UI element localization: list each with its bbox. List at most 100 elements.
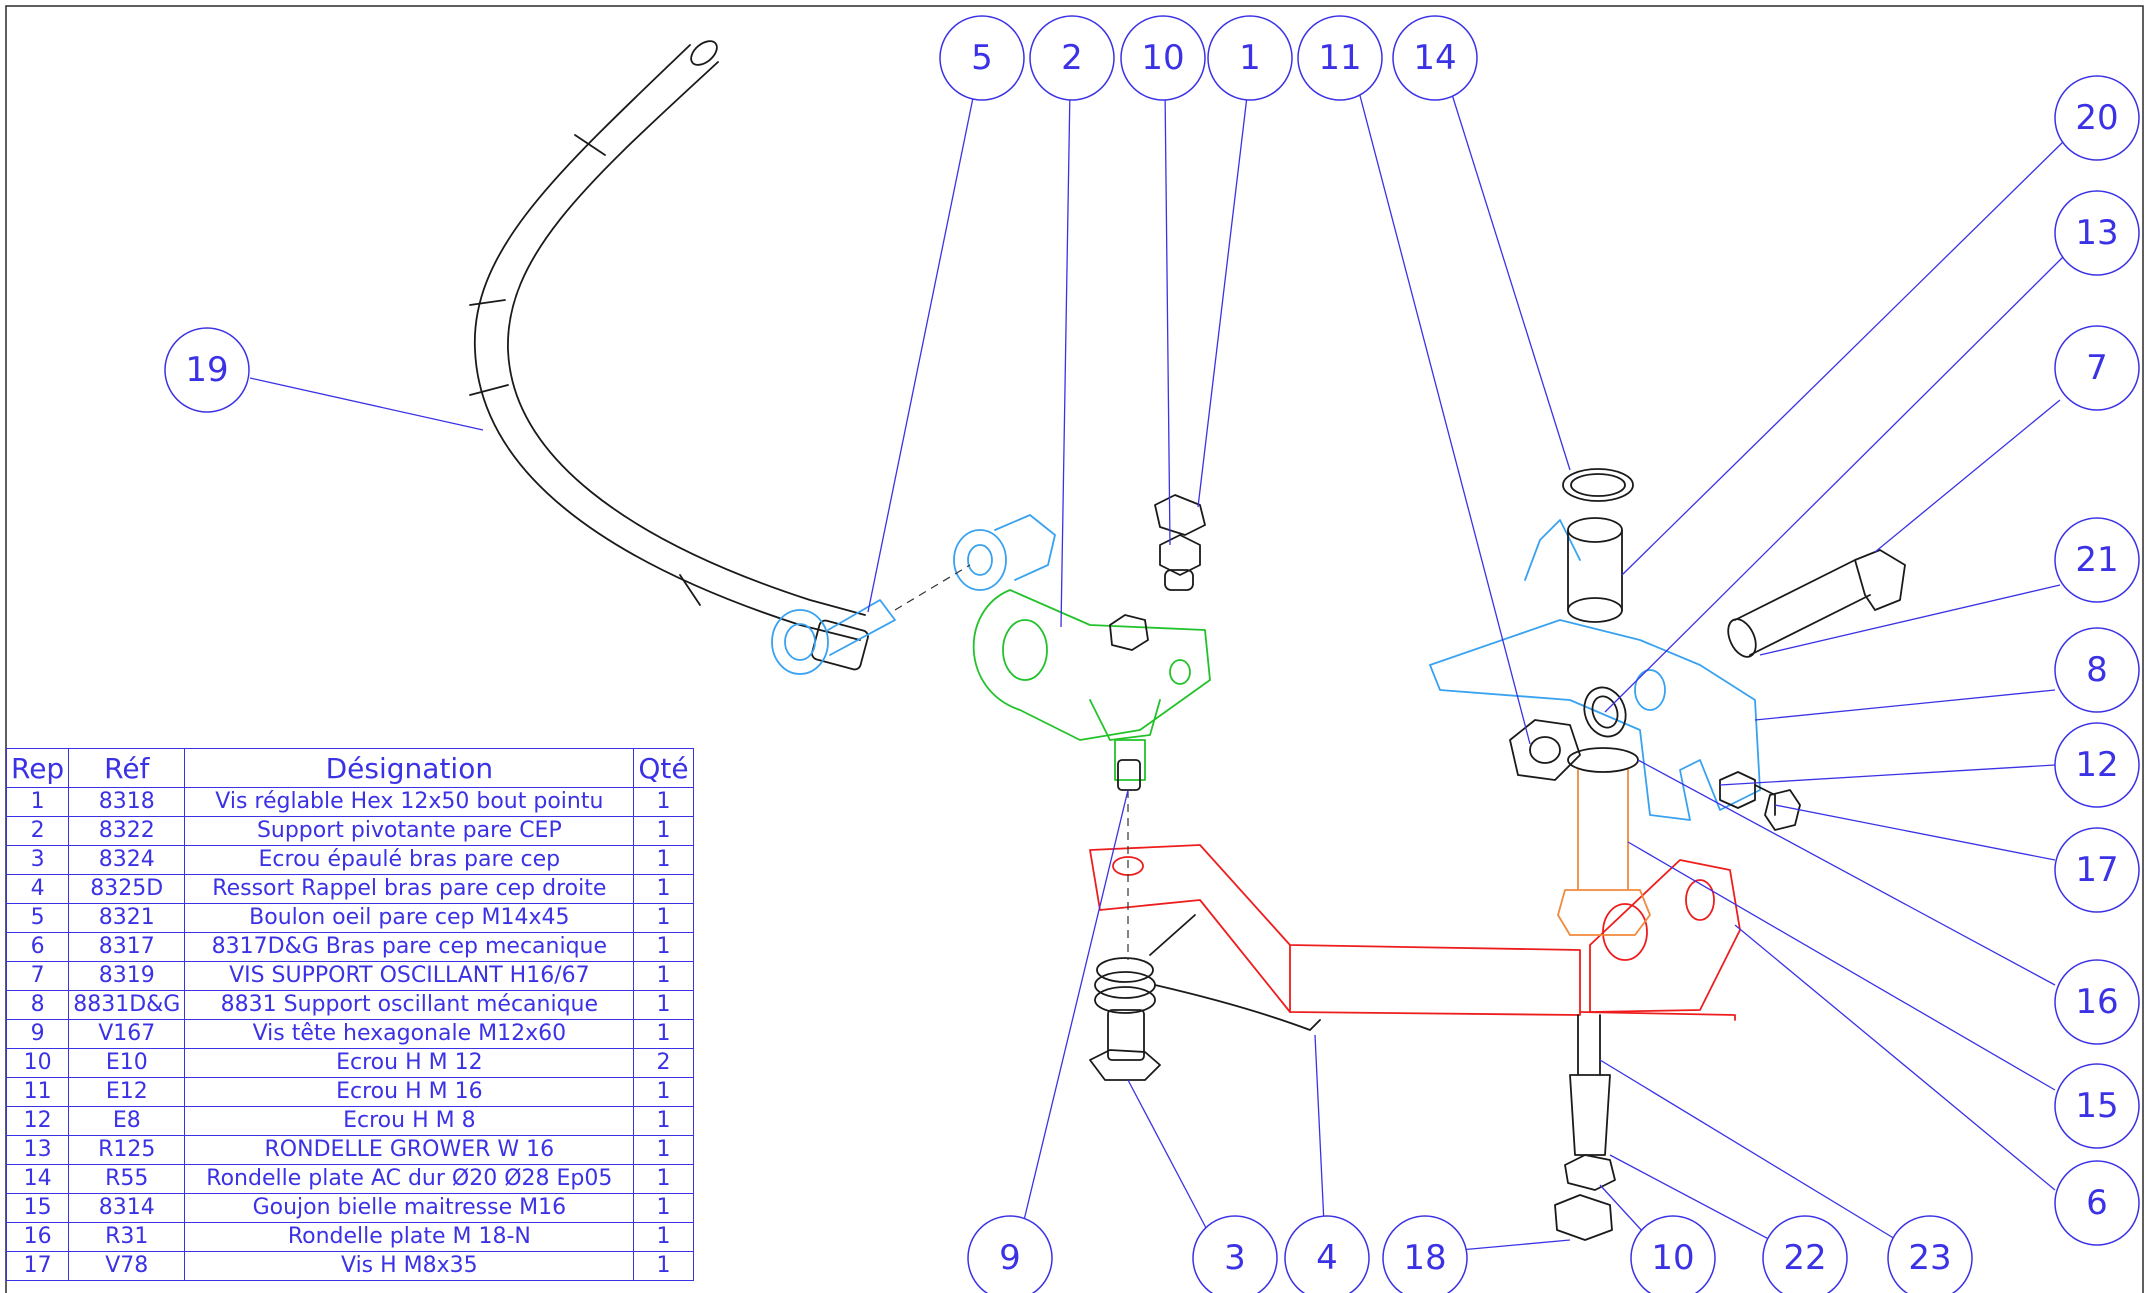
bom-cell-ref: 8324 (68, 845, 186, 875)
bom-cell-ref: E8 (68, 1106, 186, 1136)
svg-text:9: 9 (999, 1238, 1021, 1278)
part-8-oscillating-support (1429, 519, 1761, 821)
svg-text:11: 11 (1318, 38, 1361, 78)
bom-cell-designation: Rondelle plate M 18-N (184, 1222, 635, 1252)
part-14-flat-washer (1562, 468, 1634, 502)
bom-cell-rep: 8 (5, 990, 70, 1020)
svg-text:8: 8 (2086, 650, 2108, 690)
balloon-10-top: 10 (1120, 15, 1206, 101)
bom-cell-designation: VIS SUPPORT OSCILLANT H16/67 (184, 961, 635, 991)
balloon-9: 9 (967, 1215, 1053, 1293)
bom-cell-qte: 1 (633, 1193, 694, 1223)
bom-cell-qte: 1 (633, 1077, 694, 1107)
svg-text:21: 21 (2075, 540, 2118, 580)
bom-cell-designation: Rondelle plate AC dur Ø20 Ø28 Ep05 (184, 1164, 635, 1194)
svg-text:13: 13 (2075, 213, 2118, 253)
bom-cell-designation: Goujon bielle maitresse M16 (184, 1193, 635, 1223)
svg-text:15: 15 (2075, 1086, 2118, 1126)
part-7-oscillating-screw (1727, 549, 1906, 658)
bom-cell-rep: 16 (5, 1222, 70, 1252)
bom-cell-ref: E12 (68, 1077, 186, 1107)
bom-header-row: Rep Réf Désignation Qté (5, 748, 694, 788)
bom-cell-rep: 13 (5, 1135, 70, 1165)
bom-cell-ref: R125 (68, 1135, 186, 1165)
balloon-21: 21 (2054, 517, 2140, 603)
bom-cell-designation: Ecrou H M 16 (184, 1077, 635, 1107)
balloon-19: 19 (164, 327, 250, 413)
part-13-grower-washer (1583, 686, 1627, 738)
bom-cell-rep: 5 (5, 903, 70, 933)
svg-text:4: 4 (1316, 1238, 1338, 1278)
bom-cell-designation: Vis H M8x35 (184, 1251, 635, 1281)
bom-cell-rep: 2 (5, 816, 70, 846)
bom-cell-qte: 1 (633, 932, 694, 962)
bom-cell-qte: 2 (633, 1048, 694, 1078)
part-15-stud (1557, 769, 1651, 936)
bom-cell-rep: 17 (5, 1251, 70, 1281)
svg-text:16: 16 (2075, 982, 2118, 1022)
part-4-spring (1094, 914, 1321, 1031)
bom-cell-ref: V167 (68, 1019, 186, 1049)
bom-cell-rep: 14 (5, 1164, 70, 1194)
svg-text:12: 12 (2075, 745, 2118, 785)
bom-cell-designation: Vis réglable Hex 12x50 bout pointu (184, 787, 635, 817)
part-11-nut (1509, 719, 1581, 781)
bom-cell-qte: 1 (633, 845, 694, 875)
bom-cell-qte: 1 (633, 1106, 694, 1136)
part-6-arm (1089, 844, 1741, 1021)
balloon-17: 17 (2054, 827, 2140, 913)
part-19-curved-arm (469, 40, 869, 671)
bom-cell-rep: 3 (5, 845, 70, 875)
part-10-lower-nut (1564, 1154, 1616, 1191)
bom-cell-designation: 8317D&G Bras pare cep mecanique (184, 932, 635, 962)
bom-cell-qte: 1 (633, 903, 694, 933)
svg-text:1: 1 (1239, 38, 1261, 78)
balloon-8: 8 (2054, 627, 2140, 713)
balloon-6: 6 (2054, 1160, 2140, 1246)
bom-cell-ref: 8831D&G (68, 990, 186, 1020)
balloon-3: 3 (1192, 1215, 1278, 1293)
bom-header-rep: Rep (5, 748, 70, 788)
bom-header-qte: Qté (633, 748, 694, 788)
svg-text:3: 3 (1224, 1238, 1246, 1278)
bom-cell-ref: 8325D (68, 874, 186, 904)
bom-cell-qte: 1 (633, 816, 694, 846)
balloon-18: 18 (1382, 1215, 1468, 1293)
balloon-10-bottom: 10 (1630, 1215, 1716, 1293)
bom-cell-ref: 8318 (68, 787, 186, 817)
svg-text:5: 5 (971, 38, 993, 78)
bom-cell-qte: 1 (633, 1019, 694, 1049)
balloon-11: 11 (1297, 15, 1383, 101)
bom-cell-designation: Boulon oeil pare cep M14x45 (184, 903, 635, 933)
svg-text:2: 2 (1061, 38, 1083, 78)
bom-cell-designation: Support pivotante pare CEP (184, 816, 635, 846)
bom-cell-qte: 1 (633, 1251, 694, 1281)
bom-cell-qte: 1 (633, 1135, 694, 1165)
bom-cell-rep: 4 (5, 874, 70, 904)
balloon-13: 13 (2054, 190, 2140, 276)
balloon-22: 22 (1762, 1215, 1848, 1293)
bom-cell-rep: 6 (5, 932, 70, 962)
svg-text:10: 10 (1141, 38, 1184, 78)
bom-header-ref: Réf (68, 748, 186, 788)
bom-cell-ref: 8322 (68, 816, 186, 846)
svg-text:22: 22 (1783, 1238, 1826, 1278)
balloon-14: 14 (1392, 15, 1478, 101)
bom-cell-rep: 11 (5, 1077, 70, 1107)
bom-cell-designation: Ecrou H M 8 (184, 1106, 635, 1136)
bom-cell-ref: R55 (68, 1164, 186, 1194)
svg-text:23: 23 (1908, 1238, 1951, 1278)
svg-text:7: 7 (2086, 348, 2108, 388)
